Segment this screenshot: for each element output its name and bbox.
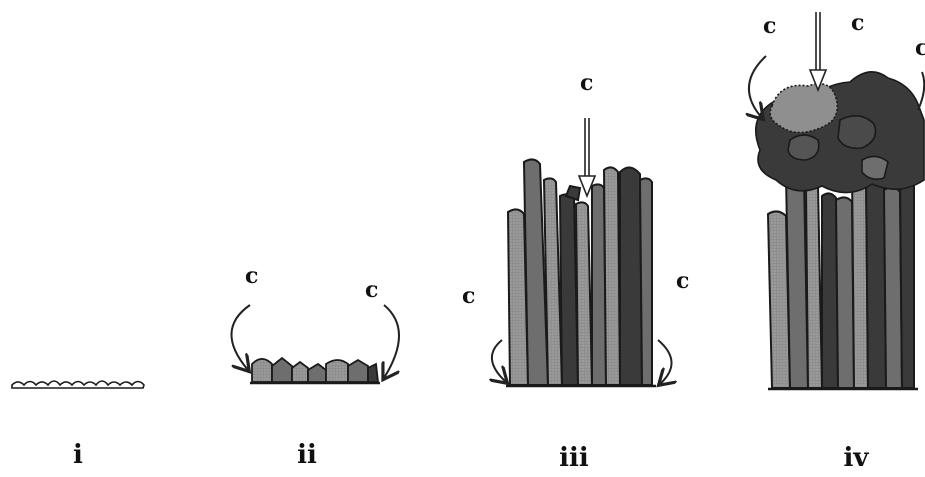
c-label: c xyxy=(580,70,593,96)
c-label: c xyxy=(245,263,258,289)
column-bundle xyxy=(506,159,656,386)
c-label: c xyxy=(851,10,864,36)
overgrowth-cap xyxy=(756,72,924,193)
stage-i xyxy=(12,381,144,388)
curved-arrow-left xyxy=(749,56,766,118)
stage-label-iv: iv xyxy=(844,443,870,473)
stage-label-i: i xyxy=(73,440,83,470)
curved-arrow-right xyxy=(384,305,399,378)
c-label: c xyxy=(915,35,925,61)
column-bundle xyxy=(768,167,918,389)
down-arrow xyxy=(810,12,826,90)
c-label: c xyxy=(365,277,378,303)
curved-arrow-left xyxy=(231,305,250,370)
block-layer xyxy=(250,358,380,383)
c-label: c xyxy=(763,13,776,39)
curved-arrow-right xyxy=(658,340,672,384)
stage-iv xyxy=(749,12,924,389)
curved-arrow-left xyxy=(492,340,506,382)
c-label: c xyxy=(462,283,475,309)
seed-layer xyxy=(12,381,144,388)
stage-label-ii: ii xyxy=(297,440,317,470)
stage-iii xyxy=(492,118,672,386)
c-label: c xyxy=(676,268,689,294)
stage-ii xyxy=(231,305,399,383)
down-arrow xyxy=(579,118,595,196)
stage-label-iii: iii xyxy=(559,443,589,473)
stage-labels: i ii iii iv xyxy=(73,440,869,473)
